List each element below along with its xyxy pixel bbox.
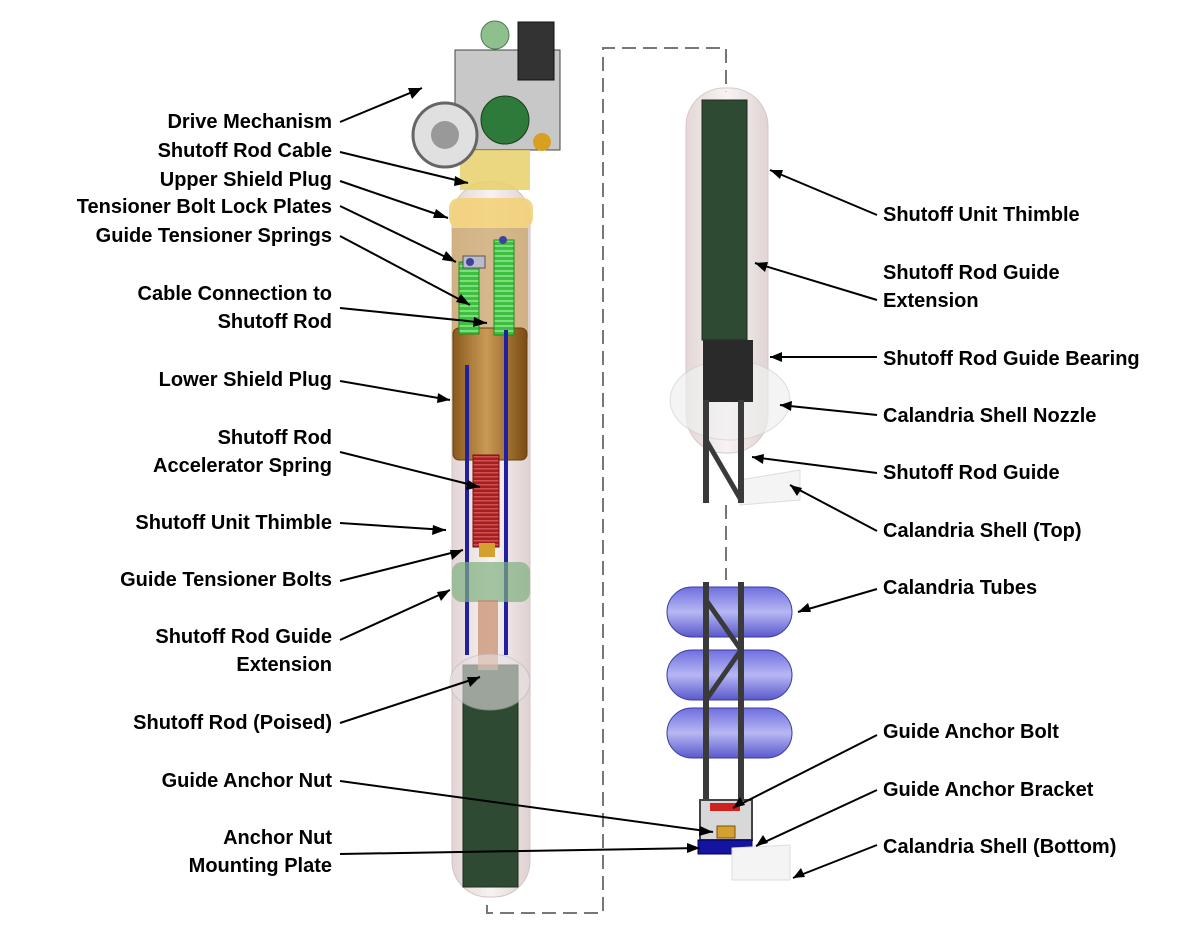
leader-guide (751, 456, 878, 474)
bolt-head-1 (466, 258, 474, 266)
right-guide-extension (701, 99, 748, 341)
tension-bolt-1 (465, 365, 469, 655)
anchor-bolt-shape (710, 803, 740, 811)
label-upper-shield-plug: Upper Shield Plug (159, 169, 332, 191)
leader-shell-bottom (792, 844, 878, 879)
calandria-tube-2 (666, 649, 793, 701)
leader-bolts (339, 549, 464, 582)
lower-strut-x1 (703, 598, 744, 652)
bolt-head-2 (499, 236, 507, 244)
drive-gear (480, 95, 530, 145)
tension-bolt-2 (504, 330, 508, 655)
label-guide-tensioner-springs: Guide Tensioner Springs (95, 225, 332, 247)
label-shutoff-rod-guide: Shutoff Rod Guide (883, 462, 1060, 484)
shell-top-plate (739, 469, 801, 506)
leader-lower-plug (339, 380, 451, 401)
leader-shell-top (789, 484, 878, 532)
guide-collar (452, 562, 530, 602)
drive-knob (533, 133, 551, 151)
leader-lock-plates (339, 205, 457, 263)
label-shutoff-unit-thimble-right: Shutoff Unit Thimble (883, 204, 1080, 226)
dashed-connector (486, 47, 727, 914)
drive-green (480, 20, 510, 50)
leader-upper-plug (339, 180, 449, 219)
leader-anchor-bolt (732, 734, 878, 809)
guide-bearing-shape (703, 340, 753, 402)
leader-springs (339, 235, 471, 306)
label-calandria-tubes: Calandria Tubes (883, 577, 1038, 599)
nut-brass (479, 543, 495, 557)
guide-bearing-left (449, 653, 531, 711)
leader-arrowheads (408, 88, 811, 878)
label-calandria-shell-top: Calandria Shell (Top) (883, 520, 1082, 542)
drive-yellow (460, 150, 530, 190)
leader-lines (339, 87, 878, 879)
leader-guide-ext-right (754, 262, 878, 301)
label-guide-anchor-bolt: Guide Anchor Bolt (883, 721, 1059, 743)
leader-nozzle (779, 404, 878, 416)
lower-shield-plug-shape (452, 327, 528, 461)
rod-poised (478, 600, 498, 670)
guide-strut-x (703, 438, 744, 502)
leader-tubes (797, 588, 878, 613)
label-lower-shield-plug: Lower Shield Plug (158, 369, 332, 391)
drive-pulley-inner (431, 121, 459, 149)
anchor-nut-shape (716, 825, 736, 839)
label-guide-anchor-nut: Guide Anchor Nut (161, 770, 332, 792)
label-drive-mechanism: Drive Mechanism (167, 111, 332, 133)
accelerator-spring-shape (472, 454, 500, 548)
leader-accel (339, 451, 481, 488)
drive-motor (517, 21, 555, 81)
label-guide-bearing: Shutoff Rod Guide Bearing (883, 348, 1140, 370)
leader-thimble-left (339, 522, 447, 531)
right-lower-assembly (666, 582, 793, 881)
label-calandria-shell-nozzle: Calandria Shell Nozzle (883, 405, 1097, 427)
leader-cable (339, 151, 469, 184)
lower-strut-x2 (703, 648, 744, 702)
right-upper-assembly (669, 87, 801, 506)
label-guide-tensioner-bolts: Guide Tensioner Bolts (120, 569, 332, 591)
leader-cable-conn (339, 307, 488, 324)
label-tensioner-bolt-lock-plates: Tensioner Bolt Lock Plates (76, 196, 332, 218)
leader-mount-plate (339, 847, 701, 855)
label-guide-anchor-bracket: Guide Anchor Bracket (883, 779, 1094, 801)
leader-poised (339, 676, 481, 724)
calandria-tube-3 (666, 707, 793, 759)
upper-shield-plug-shape (449, 198, 533, 228)
shell-bottom-plate (731, 844, 791, 881)
left-assembly (411, 20, 561, 898)
leader-thimble-right (769, 169, 878, 216)
label-calandria-shell-bottom: Calandria Shell (Bottom) (883, 836, 1117, 858)
label-shutoff-unit-thimble-left: Shutoff Unit Thimble (135, 512, 332, 534)
label-shutoff-rod-cable: Shutoff Rod Cable (157, 140, 332, 162)
label-shutoff-rod-poised: Shutoff Rod (Poised) (133, 712, 332, 734)
leader-guide-ext-left (339, 589, 451, 641)
leader-drive (339, 87, 423, 123)
leader-anchor-nut (339, 780, 714, 833)
left-spring-2 (493, 239, 515, 336)
leader-anchor-bracket (755, 789, 878, 847)
